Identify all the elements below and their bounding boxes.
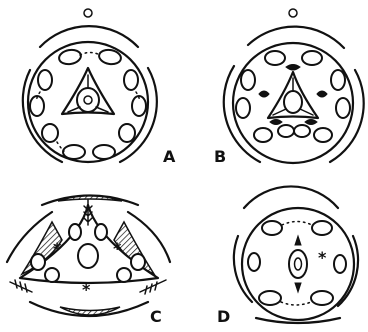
septum-b-2 — [273, 109, 286, 115]
staminode-b-2 — [259, 91, 269, 97]
anther-a-4 — [124, 70, 138, 90]
anther-c-1 — [69, 224, 81, 240]
anther-b-9 — [278, 125, 294, 137]
anther-b-6 — [336, 98, 350, 118]
anther-b-4 — [331, 70, 345, 90]
septum-d-bottom — [295, 283, 301, 292]
ovule-b — [284, 91, 302, 113]
staminode-b-3 — [317, 91, 327, 97]
anther-d-2 — [312, 221, 332, 235]
anther-a-3 — [38, 70, 52, 90]
feather-c-right — [140, 280, 166, 294]
anther-c-4 — [45, 268, 59, 282]
anther-a-1 — [58, 48, 82, 66]
diagram-c: * * * C — [7, 196, 170, 327]
anther-b-2 — [302, 51, 322, 65]
anther-c-5 — [117, 268, 131, 282]
anther-b-8 — [314, 128, 332, 142]
ovule-a — [77, 88, 99, 112]
staminode-b-1 — [286, 65, 300, 71]
septum-a-3 — [96, 107, 108, 112]
bract-c-top-hatch — [58, 196, 122, 202]
anther-d-4 — [334, 255, 346, 273]
connector-d-bottom — [281, 302, 311, 305]
anther-c-2 — [95, 224, 107, 240]
staminode-b-4 — [270, 120, 282, 125]
label-b: B — [214, 147, 226, 166]
feather-c-top — [84, 200, 92, 225]
diagram-b: B — [214, 9, 364, 166]
anther-a-10 — [93, 145, 115, 159]
anther-c-3 — [31, 254, 45, 270]
diagram-d: * D — [217, 186, 358, 326]
ovary-d — [289, 250, 307, 278]
anther-b-7 — [254, 128, 272, 142]
feather-c-left — [10, 280, 32, 292]
bract-a-top — [40, 26, 138, 47]
anther-b-3 — [241, 70, 255, 90]
anther-b-10 — [294, 125, 310, 137]
septum-b-3 — [300, 109, 313, 115]
anther-a-9 — [63, 145, 85, 159]
septum-a-2 — [68, 107, 80, 112]
diagram-a: A — [23, 9, 176, 166]
anther-a-7 — [42, 124, 58, 142]
anther-d-3 — [248, 253, 260, 271]
connector-d-top — [282, 222, 312, 226]
axis-marker-b — [289, 9, 297, 17]
asterisk-d: * — [318, 248, 327, 267]
anther-a-8 — [119, 124, 135, 142]
asterisk-c-3: * — [82, 280, 91, 299]
staminode-b-5 — [305, 120, 317, 125]
axis-marker-a — [84, 9, 92, 17]
asterisk-c-2: * — [113, 239, 122, 258]
label-a: A — [163, 147, 176, 166]
anther-d-5 — [259, 291, 281, 305]
anther-d-6 — [311, 291, 333, 305]
bract-b-top — [248, 27, 344, 48]
label-d: D — [217, 307, 230, 326]
asterisk-c-1: * — [53, 239, 62, 258]
bract-d-top — [244, 186, 338, 208]
anther-b-5 — [236, 98, 250, 118]
anther-c-7 — [78, 244, 98, 268]
connector-a-top — [80, 53, 100, 56]
label-c: C — [150, 307, 162, 326]
anther-d-1 — [262, 221, 282, 235]
anther-c-6 — [131, 254, 145, 270]
septum-d-top — [295, 236, 301, 245]
anther-b-1 — [265, 51, 285, 65]
